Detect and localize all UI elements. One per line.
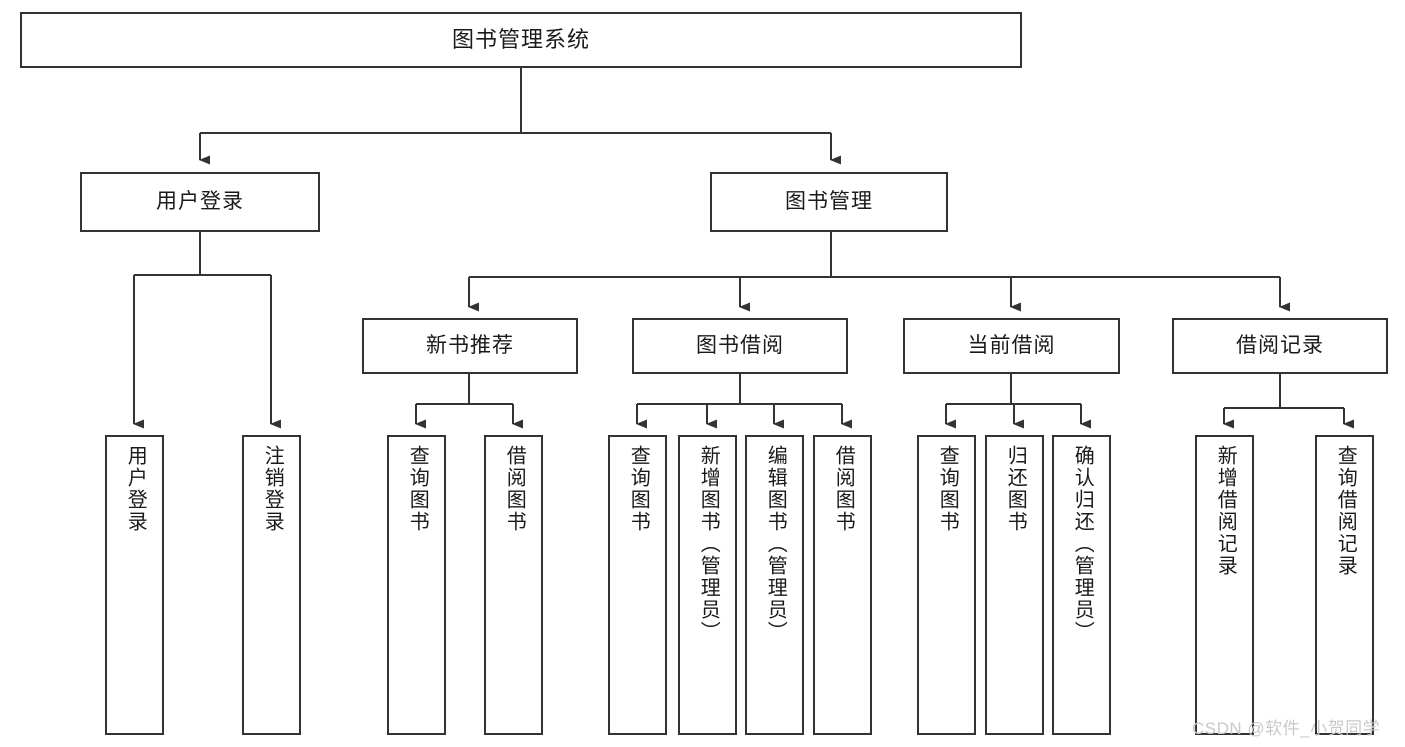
node-leaf-borrow-query-book[interactable]: 查询图书 — [608, 435, 667, 735]
leaf-label: 确认归还（管理员） — [1071, 445, 1094, 643]
node-leaf-logout[interactable]: 注销登录 — [242, 435, 301, 735]
node-current-borrow[interactable]: 当前借阅 — [903, 318, 1120, 374]
node-book-manage[interactable]: 图书管理 — [710, 172, 948, 232]
leaf-label: 编辑图书（管理员） — [764, 445, 787, 643]
node-user-login[interactable]: 用户登录 — [80, 172, 320, 232]
node-borrow-record[interactable]: 借阅记录 — [1172, 318, 1388, 374]
leaf-label: 用户登录 — [124, 445, 147, 533]
node-leaf-confirm-return-admin[interactable]: 确认归还（管理员） — [1052, 435, 1111, 735]
leaf-label: 查询图书 — [627, 445, 650, 533]
node-new-book-rec[interactable]: 新书推荐 — [362, 318, 578, 374]
node-leaf-rec-borrow-book[interactable]: 借阅图书 — [484, 435, 543, 735]
leaf-label: 查询借阅记录 — [1334, 445, 1357, 577]
leaf-label: 查询图书 — [406, 445, 429, 533]
leaf-label: 归还图书 — [1004, 445, 1027, 533]
node-leaf-return-book[interactable]: 归还图书 — [985, 435, 1044, 735]
leaf-label: 新增借阅记录 — [1214, 445, 1237, 577]
node-leaf-rec-query-book[interactable]: 查询图书 — [387, 435, 446, 735]
csdn-watermark: CSDN @软件_小贺同学 — [1192, 719, 1381, 738]
node-leaf-user-login[interactable]: 用户登录 — [105, 435, 164, 735]
leaf-label: 借阅图书 — [832, 445, 855, 533]
leaf-label: 借阅图书 — [503, 445, 526, 533]
node-leaf-add-book-admin[interactable]: 新增图书（管理员） — [678, 435, 737, 735]
node-book-borrow[interactable]: 图书借阅 — [632, 318, 848, 374]
node-leaf-add-borrow-record[interactable]: 新增借阅记录 — [1195, 435, 1254, 735]
leaf-label: 查询图书 — [936, 445, 959, 533]
node-leaf-borrow-book[interactable]: 借阅图书 — [813, 435, 872, 735]
node-leaf-cur-query-book[interactable]: 查询图书 — [917, 435, 976, 735]
node-leaf-edit-book-admin[interactable]: 编辑图书（管理员） — [745, 435, 804, 735]
leaf-label: 新增图书（管理员） — [697, 445, 720, 643]
leaf-label: 注销登录 — [261, 445, 284, 533]
node-root-system[interactable]: 图书管理系统 — [20, 12, 1022, 68]
node-leaf-query-borrow-record[interactable]: 查询借阅记录 — [1315, 435, 1374, 735]
